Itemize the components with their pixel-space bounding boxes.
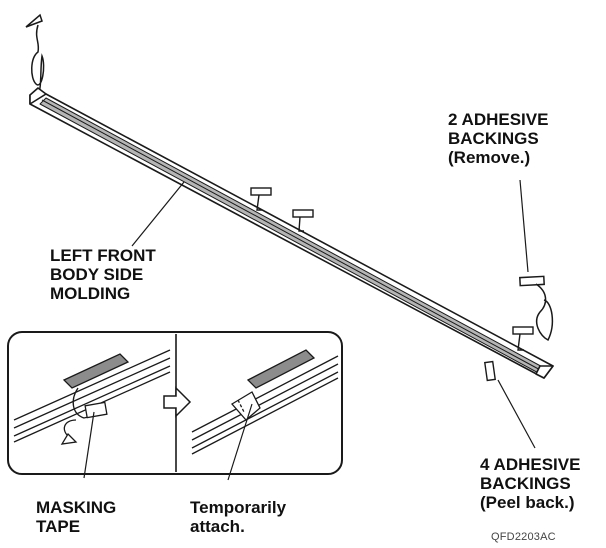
backing-strip-right bbox=[519, 275, 545, 287]
leader-lines bbox=[131, 179, 536, 449]
backing-loop-top bbox=[31, 24, 45, 97]
label-molding: LEFT FRONT BODY SIDE MOLDING bbox=[50, 246, 156, 303]
inset-right-tape-strip bbox=[246, 349, 316, 389]
leader-molding bbox=[131, 181, 185, 247]
detail-inset bbox=[7, 331, 343, 481]
label-masking-tape: MASKING TAPE bbox=[36, 498, 117, 536]
inset-left-tape-loop bbox=[72, 387, 101, 419]
molding-edge-line bbox=[41, 99, 545, 373]
step-arrow bbox=[163, 386, 192, 418]
inset-left-molding bbox=[13, 349, 171, 445]
body-side-molding bbox=[29, 87, 554, 379]
removed-backing-right bbox=[519, 275, 554, 342]
backing-strip-top bbox=[25, 13, 43, 28]
tape-wrap-arrowhead bbox=[60, 432, 78, 445]
figure-code: QFD2203AC bbox=[491, 531, 556, 543]
backing-tabs bbox=[250, 187, 534, 382]
leader-masking-tape bbox=[83, 411, 95, 479]
label-temporarily-attach: Temporarily attach. bbox=[190, 498, 287, 536]
backing-tab-2-stem bbox=[298, 216, 304, 232]
backing-tab-3 bbox=[512, 326, 534, 335]
leader-temporarily-attach bbox=[227, 403, 253, 481]
backing-tab-2 bbox=[292, 209, 314, 218]
masking-tape-piece bbox=[84, 401, 108, 419]
leader-peel bbox=[497, 379, 536, 449]
backing-tab-1 bbox=[250, 187, 272, 196]
backing-tab-4 bbox=[483, 360, 497, 382]
molding-end-left bbox=[29, 87, 47, 105]
backing-tab-1-stem bbox=[256, 194, 262, 211]
attached-tape bbox=[230, 391, 261, 421]
backing-loop-right bbox=[535, 283, 554, 342]
leader-remove bbox=[519, 179, 529, 273]
label-adhesive-peel: 4 ADHESIVE BACKINGS (Peel back.) bbox=[480, 455, 581, 512]
inset-right-molding bbox=[191, 349, 339, 455]
inset-left-tape-strip bbox=[62, 353, 130, 389]
label-adhesive-remove: 2 ADHESIVE BACKINGS (Remove.) bbox=[448, 110, 549, 167]
backing-tab-3-stem bbox=[517, 333, 524, 351]
removed-backing-top-left bbox=[25, 13, 45, 97]
molding-end-right bbox=[535, 365, 554, 379]
